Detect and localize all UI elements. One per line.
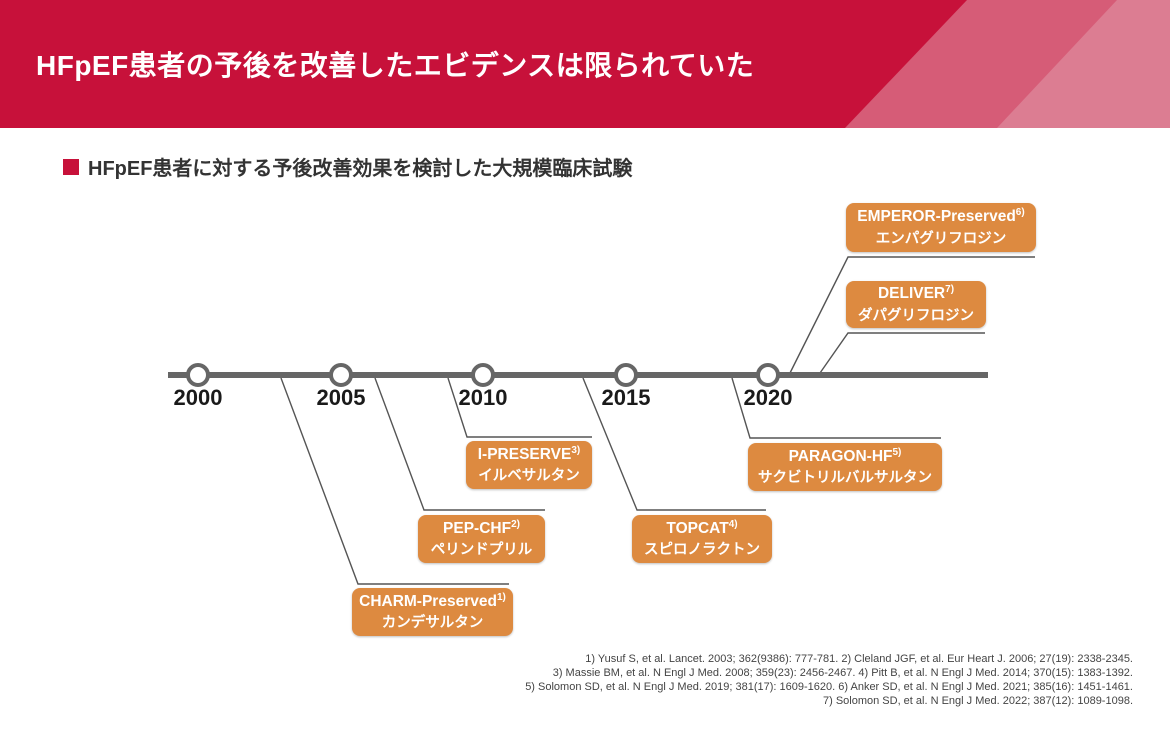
references-block: 1) Yusuf S, et al. Lancet. 2003; 362(938… — [525, 652, 1133, 708]
reference-line-1: 1) Yusuf S, et al. Lancet. 2003; 362(938… — [585, 653, 1133, 665]
year-label-2000: 2000 — [173, 385, 223, 410]
year-label-2005: 2005 — [316, 385, 366, 410]
banner-diagonal-stripes — [845, 0, 1170, 128]
reference-line-2: 3) Massie BM, et al. N Engl J Med. 2008;… — [552, 667, 1133, 679]
reference-line-4: 7) Solomon SD, et al. N Engl J Med. 2022… — [822, 695, 1133, 707]
trial-ref-superscript: 6) — [1015, 207, 1025, 219]
timeline-node-2010 — [471, 363, 495, 387]
trial-ref-superscript: 7) — [945, 284, 955, 296]
trial-box-i-preserve: I-PRESERVE3) イルベサルタン — [466, 441, 592, 489]
diagonal-stripe-light — [997, 0, 1170, 128]
timeline-node-2020 — [756, 363, 780, 387]
trial-drug: スピロノラクトン — [644, 542, 760, 559]
trial-ref-superscript: 3) — [571, 444, 581, 456]
trial-drug: エンパグリフロジン — [875, 230, 1007, 247]
trial-ref-superscript: 5) — [892, 446, 902, 458]
timeline-axis — [168, 372, 988, 378]
reference-line-3: 5) Solomon SD, et al. N Engl J Med. 2019… — [525, 681, 1133, 693]
trial-ref-superscript: 4) — [728, 518, 738, 530]
trial-box-pep-chf: PEP-CHF2) ペリンドプリル — [418, 515, 545, 563]
red-square-bullet-icon — [63, 158, 79, 175]
trial-name: CHARM-Preserved1) — [356, 591, 509, 614]
trial-drug: イルベサルタン — [478, 468, 580, 485]
trial-name-text: CHARM-Preserved — [359, 592, 497, 610]
trial-drug: ペリンドプリル — [430, 542, 533, 559]
connector-line-deliver — [819, 332, 985, 374]
trial-ref-superscript: 2) — [511, 518, 520, 530]
trial-name-text: TOPCAT — [666, 519, 729, 537]
page-title: HFpEF患者の予後を改善したエビデンスは限られていた — [36, 50, 755, 81]
trial-box-deliver: DELIVER7) ダパグリフロジン — [846, 281, 986, 328]
trial-name: TOPCAT4) — [636, 518, 768, 541]
trial-box-charm-preserved: CHARM-Preserved1) カンデサルタン — [352, 588, 513, 636]
trial-name: I-PRESERVE3) — [470, 444, 588, 467]
trial-name-text: I-PRESERVE — [477, 445, 572, 463]
trial-box-topcat: TOPCAT4) スピロノラクトン — [632, 515, 772, 563]
timeline-node-2000 — [186, 363, 210, 387]
trial-box-emperor-preserved: EMPEROR-Preserved6) エンパグリフロジン — [846, 203, 1036, 252]
year-label-2015: 2015 — [601, 385, 651, 410]
timeline-node-2015 — [614, 363, 638, 387]
trial-box-paragon-hf: PARAGON-HF5) サクビトリルバルサルタン — [748, 443, 942, 491]
subtitle-text: HFpEF患者に対する予後改善効果を検討した大規模臨床試験 — [88, 158, 633, 180]
trial-name: PARAGON-HF5) — [752, 446, 938, 469]
trial-name: PEP-CHF2) — [422, 518, 541, 541]
year-label-2010: 2010 — [458, 385, 508, 410]
subtitle-row: HFpEF患者に対する予後改善効果を検討した大規模臨床試験 — [63, 152, 632, 181]
year-label-2020: 2020 — [743, 385, 793, 410]
trial-name-text: DELIVER — [877, 285, 946, 303]
trial-name: EMPEROR-Preserved6) — [850, 206, 1032, 229]
trial-name-text: PARAGON-HF — [788, 447, 893, 465]
trial-drug: カンデサルタン — [381, 615, 484, 632]
trial-drug: サクビトリルバルサルタン — [758, 470, 932, 487]
header-banner: HFpEF患者の予後を改善したエビデンスは限られていた — [0, 0, 1170, 128]
trial-name-text: PEP-CHF — [443, 519, 512, 537]
trial-ref-superscript: 1) — [496, 591, 506, 603]
trial-name: DELIVER7) — [850, 283, 982, 306]
timeline-node-2005 — [329, 363, 353, 387]
trial-name-text: EMPEROR-Preserved — [857, 208, 1016, 226]
trial-drug: ダパグリフロジン — [858, 307, 974, 324]
